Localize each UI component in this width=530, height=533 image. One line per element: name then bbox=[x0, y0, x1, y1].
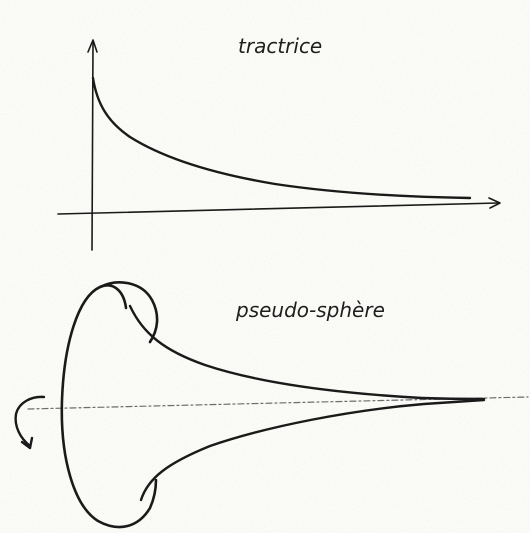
x-axis-arrow bbox=[488, 197, 501, 209]
pseudo-sphere-label: pseudo-sphère bbox=[235, 298, 385, 322]
rotation-arrow bbox=[14, 395, 46, 448]
pseudosphere-panel: pseudo-sphère bbox=[14, 281, 529, 529]
tractrix-panel: tractrice bbox=[57, 34, 501, 251]
loop-top-curl bbox=[98, 281, 159, 344]
x-axis bbox=[57, 202, 499, 215]
y-axis bbox=[91, 41, 94, 251]
upper-profile-curve bbox=[128, 304, 486, 401]
tractrice-label: tractrice bbox=[238, 34, 322, 58]
rotation-arrow-head bbox=[20, 436, 34, 450]
tractrix-curve bbox=[91, 76, 472, 200]
lower-profile-curve bbox=[139, 398, 486, 502]
y-axis-arrow bbox=[87, 39, 98, 53]
